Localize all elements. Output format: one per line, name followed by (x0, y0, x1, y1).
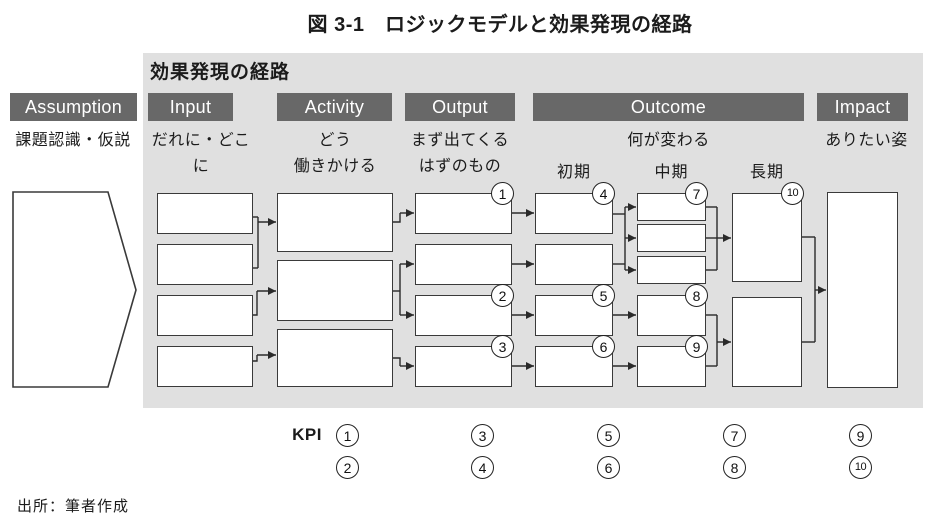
kpi-circle-9: 9 (849, 424, 872, 447)
activity-box-3 (277, 329, 393, 387)
kpi-circle-6: 6 (597, 456, 620, 479)
kpi-circle-1: 1 (336, 424, 359, 447)
panel-label: 効果発現の経路 (150, 62, 291, 83)
input-box-3 (157, 295, 253, 336)
input-box-2 (157, 244, 253, 285)
badge-6: 6 (592, 335, 615, 358)
phase-mid: 中期 (654, 164, 689, 181)
sublabel-output: まず出てくる はずのもの (403, 128, 517, 180)
kpi-label: KPI (292, 425, 322, 444)
outcome-mid-box-4: 8 (637, 284, 708, 336)
outcome-mid-box-2 (637, 224, 706, 252)
sublabel-output-line2: はずのもの (418, 158, 502, 175)
activity-box-2 (277, 260, 393, 321)
kpi-circle-4: 4 (471, 456, 494, 479)
phase-early: 初期 (556, 164, 591, 181)
outcome-early-box-1: 4 (535, 182, 615, 234)
badge-8: 8 (685, 284, 708, 307)
header-input: Input (148, 93, 233, 121)
kpi-circle-8: 8 (723, 456, 746, 479)
badge-3: 3 (491, 335, 514, 358)
input-box-4 (157, 346, 253, 387)
badge-10: 10 (781, 182, 804, 205)
header-assumption: Assumption (10, 93, 137, 121)
outcome-long-box-2 (732, 297, 802, 387)
kpi-circle-7: 7 (723, 424, 746, 447)
source-note: 出所：筆者作成 (17, 498, 130, 515)
badge-5: 5 (592, 284, 615, 307)
badge-9: 9 (685, 335, 708, 358)
badge-2: 2 (491, 284, 514, 307)
kpi-circle-3: 3 (471, 424, 494, 447)
assumption-shape (12, 191, 137, 388)
impact-box (827, 192, 898, 388)
badge-1: 1 (491, 182, 514, 205)
outcome-early-box-3: 5 (535, 284, 615, 336)
sublabel-activity-line1: どう (318, 132, 352, 149)
sublabel-activity-line2: 働きかける (293, 158, 377, 175)
output-box-4: 3 (415, 335, 514, 387)
output-box-1: 1 (415, 182, 514, 234)
header-output: Output (405, 93, 515, 121)
header-impact: Impact (817, 93, 908, 121)
phase-long: 長期 (749, 164, 784, 181)
outcome-mid-box-1: 7 (637, 182, 708, 221)
outcome-early-box-2 (535, 244, 613, 285)
sublabel-assumption: 課題認識・仮説 (15, 132, 131, 149)
sublabel-activity: どう 働きかける (277, 128, 393, 180)
badge-4: 4 (592, 182, 615, 205)
outcome-mid-box-5: 9 (637, 335, 708, 387)
output-box-3: 2 (415, 284, 514, 336)
header-activity: Activity (277, 93, 392, 121)
kpi-circle-2: 2 (336, 456, 359, 479)
kpi-circle-5: 5 (597, 424, 620, 447)
figure-title: 図 3-1 ロジックモデルと効果発現の経路 (307, 14, 693, 36)
kpi-circle-10: 10 (849, 456, 872, 479)
outcome-long-box-1: 10 (732, 182, 804, 282)
header-outcome: Outcome (533, 93, 804, 121)
output-box-2 (415, 244, 512, 285)
outcome-mid-box-3 (637, 256, 706, 284)
sublabel-impact: ありたい姿 (825, 132, 908, 149)
badge-7: 7 (685, 182, 708, 205)
sublabel-outcome: 何が変わる (627, 132, 710, 149)
outcome-early-box-4: 6 (535, 335, 615, 387)
activity-box-1 (277, 193, 393, 252)
input-box-1 (157, 193, 253, 234)
sublabel-input: だれに・どこに (151, 132, 251, 175)
sublabel-output-line1: まず出てくる (410, 132, 510, 149)
